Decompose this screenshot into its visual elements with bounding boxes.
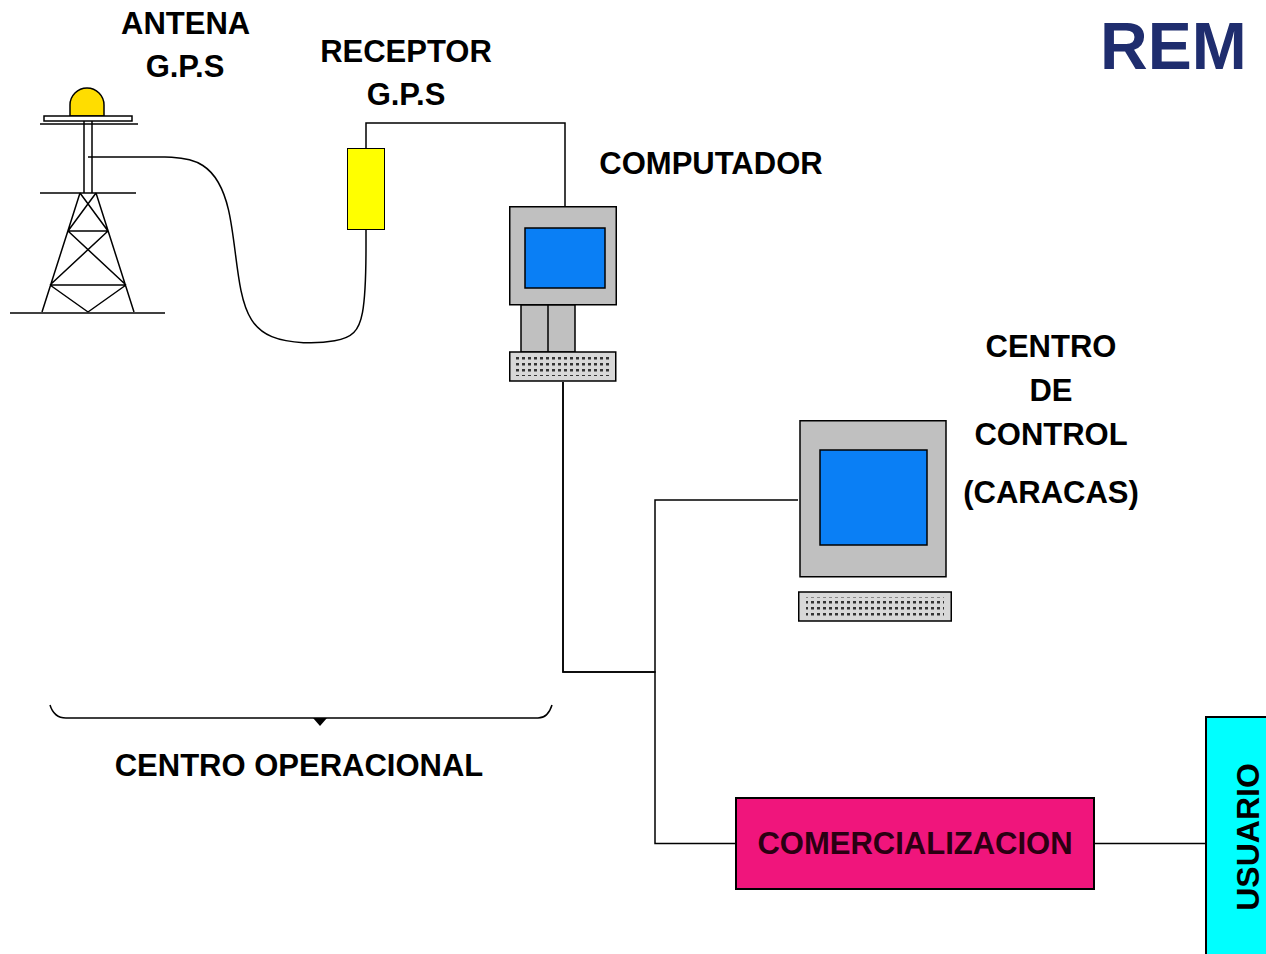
antenna-cable xyxy=(88,156,165,158)
user-box: USUARIO xyxy=(1205,716,1266,954)
antenna-plate xyxy=(44,116,132,121)
antenna-dish-line xyxy=(40,123,138,125)
antenna-dome xyxy=(70,88,104,116)
keyboard xyxy=(510,352,616,381)
connector-line xyxy=(366,123,565,206)
monitor-screen xyxy=(525,228,605,288)
node-label: RECEPTOR G.P.S xyxy=(320,31,492,117)
tower-lattice xyxy=(42,193,134,312)
connector-line xyxy=(563,382,798,672)
control-center-icon xyxy=(798,420,952,622)
node-label: (CARACAS) xyxy=(963,472,1139,515)
bracket-tick xyxy=(313,718,327,726)
node-label: ANTENA G.P.S xyxy=(121,3,249,89)
control-center: CENTRO DE CONTROL(CARACAS) xyxy=(798,420,952,622)
gps-antenna-icon xyxy=(10,85,165,315)
gps-antenna: ANTENA G.P.S xyxy=(10,85,165,315)
connector-line xyxy=(563,382,735,844)
process-box: COMERCIALIZACION xyxy=(735,797,1095,890)
box-text: USUARIO xyxy=(1230,763,1266,911)
keyboard-keys xyxy=(806,597,944,616)
keyboard xyxy=(799,592,952,621)
keyboard-keys xyxy=(515,357,610,376)
tower-crossbar xyxy=(40,192,136,194)
monitor-stand xyxy=(521,305,575,352)
node-label: CENTRO DE CONTROL xyxy=(974,325,1127,457)
connector-line xyxy=(165,157,366,343)
box-text: COMERCIALIZACION xyxy=(757,826,1072,862)
group-label: CENTRO OPERACIONAL xyxy=(115,745,484,788)
monitor-screen xyxy=(820,450,927,545)
monitor-frame xyxy=(510,207,617,305)
computer-icon xyxy=(509,206,617,382)
computer: COMPUTADOR xyxy=(509,206,617,382)
group-bracket xyxy=(50,705,552,718)
connector-line xyxy=(1095,843,1205,845)
stand-divider xyxy=(547,305,549,352)
monitor-frame xyxy=(800,421,946,577)
page-title: REM xyxy=(1100,10,1247,83)
node-label: COMPUTADOR xyxy=(599,143,822,186)
gps-receiver: RECEPTOR G.P.S xyxy=(347,148,385,230)
ground-line xyxy=(10,312,165,314)
